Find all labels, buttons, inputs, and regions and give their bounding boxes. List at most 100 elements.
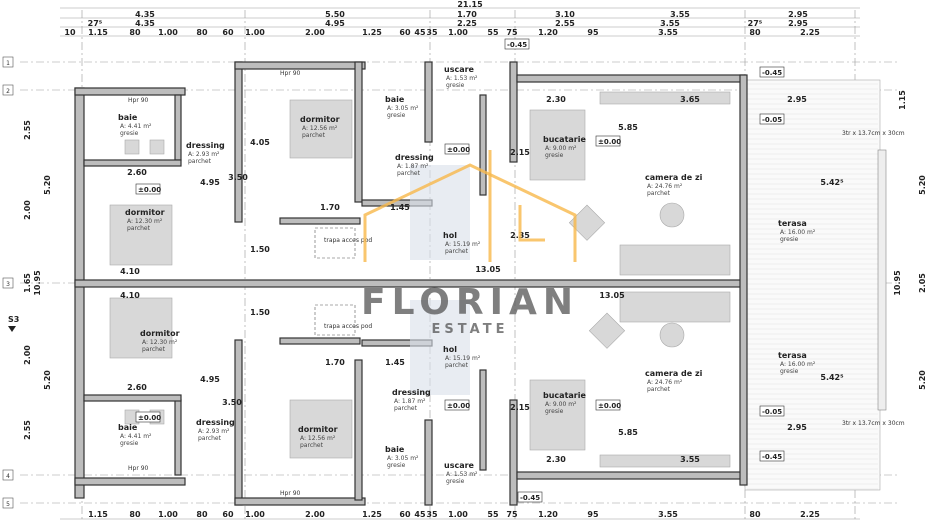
watermark-subtext: ESTATE xyxy=(432,322,509,337)
bed xyxy=(289,99,353,159)
sink xyxy=(149,139,165,155)
room-name: baie xyxy=(385,445,405,454)
dimension-label: 4.95 xyxy=(200,178,220,187)
dimension-label: 3.65 xyxy=(680,95,700,104)
dimension-label: 1.00 xyxy=(158,28,178,37)
room-name: hol xyxy=(443,231,457,240)
room-flooring: gresie xyxy=(446,478,465,485)
dimension-label: 55 xyxy=(487,28,499,37)
dimension-label: 2.60 xyxy=(127,168,147,177)
dimension-label: 55 xyxy=(487,510,499,519)
axis-bubble xyxy=(2,497,14,509)
room-area: A: 16.00 m² xyxy=(780,361,816,368)
dimension-label: 4.05 xyxy=(250,138,270,147)
room-flooring: parchet xyxy=(647,386,671,393)
sofa xyxy=(619,291,731,323)
room-area: A: 24.76 m² xyxy=(647,183,683,190)
parapet-note: Hpr 90 xyxy=(128,97,149,104)
attic-hatch xyxy=(314,227,356,259)
level-marker: ±0.00 xyxy=(447,146,470,154)
dimension-label: 4.95 xyxy=(200,375,220,384)
level-box xyxy=(759,113,785,125)
room-area: A: 1.87 m² xyxy=(397,163,429,170)
dimension-label: 75 xyxy=(506,28,518,37)
dimension-label: 95 xyxy=(587,28,599,37)
dimension-label: 2.55 xyxy=(23,120,32,140)
level-marker: -0.45 xyxy=(520,494,540,502)
level-marker: -0.05 xyxy=(762,116,782,124)
room-flooring: gresie xyxy=(545,408,564,415)
room-area: A: 12.30 m² xyxy=(142,339,178,346)
room-area: A: 9.00 m² xyxy=(545,145,577,152)
dimension-label: 5.42⁵ xyxy=(820,373,844,382)
dimension-label: 3.55 xyxy=(658,510,678,519)
level-marker: -0.45 xyxy=(762,69,782,77)
dimension-label: 80 xyxy=(196,510,208,519)
dimension-label: 3.55 xyxy=(658,28,678,37)
axis-label: 5 xyxy=(6,501,10,508)
level-box xyxy=(759,450,785,462)
dimension-label: 1.70 xyxy=(325,358,345,367)
level-box xyxy=(595,135,621,147)
side-dimensions: 10.955.205.202.552.001.652.552.0010.955.… xyxy=(23,90,927,440)
dimension-label: 3.55 xyxy=(680,455,700,464)
room-area: A: 16.00 m² xyxy=(780,229,816,236)
room-flooring: parchet xyxy=(445,362,469,369)
dimension-label: 5.85 xyxy=(618,428,638,437)
dimension-label: 13.05 xyxy=(475,265,501,274)
room-area: A: 24.76 m² xyxy=(647,379,683,386)
dimension-label: 3.50 xyxy=(222,398,242,407)
room-area: A: 15.19 m² xyxy=(445,241,481,248)
dimension-label: 60 xyxy=(399,510,411,519)
room-name: baie xyxy=(118,113,138,122)
dimension-label: 1.45 xyxy=(385,358,405,367)
room-flooring: gresie xyxy=(545,152,564,159)
dimension-label: 1.70 xyxy=(320,203,340,212)
level-marker: ±0.00 xyxy=(138,414,161,422)
room-area: A: 1.53 m² xyxy=(446,75,478,82)
dimension-label: 2.25 xyxy=(800,28,820,37)
room-flooring: parchet xyxy=(445,248,469,255)
watermark-text: FLORIAN xyxy=(361,282,579,323)
parapet-note: Hpr 90 xyxy=(280,490,301,497)
dimension-label: 1.25 xyxy=(362,510,382,519)
room-name: dressing xyxy=(186,141,225,150)
room-flooring: parchet xyxy=(302,132,326,139)
level-marker: ±0.00 xyxy=(138,186,161,194)
dimension-label: 2.30 xyxy=(546,95,566,104)
room-flooring: gresie xyxy=(387,112,406,119)
dimension-label: 1.65 xyxy=(23,273,32,293)
dimension-label: 10 xyxy=(64,28,76,37)
dimension-label: 2.95 xyxy=(788,19,808,28)
armchair xyxy=(588,312,626,349)
dimension-label: 80 xyxy=(749,510,761,519)
hall-rug xyxy=(410,300,470,395)
dimension-label: 95 xyxy=(587,510,599,519)
dimension-label: 1.00 xyxy=(245,510,265,519)
watermark-logo: FLORIAN ESTATE xyxy=(361,150,579,337)
dimension-label: 2.30 xyxy=(546,455,566,464)
dimension-label: 80 xyxy=(129,28,141,37)
dimension-label: 35 xyxy=(426,28,438,37)
room-name: uscare xyxy=(444,461,475,470)
dimension-label: 80 xyxy=(749,28,761,37)
room-flooring: parchet xyxy=(397,170,421,177)
dimension-label: 2.25 xyxy=(800,510,820,519)
dimension-label: 75 xyxy=(506,510,518,519)
dimension-label: 1.00 xyxy=(158,510,178,519)
coffee-table xyxy=(659,322,685,348)
room-name: terasa xyxy=(778,219,807,228)
dimension-label: 5.85 xyxy=(618,123,638,132)
coffee-table xyxy=(659,202,685,228)
bed xyxy=(109,297,173,359)
dimension-label: 2.00 xyxy=(23,200,32,220)
hatch-label: trapa acces pod xyxy=(324,237,372,244)
room-area: A: 4.41 m² xyxy=(120,433,152,440)
dimension-label: 5.20 xyxy=(43,370,52,390)
